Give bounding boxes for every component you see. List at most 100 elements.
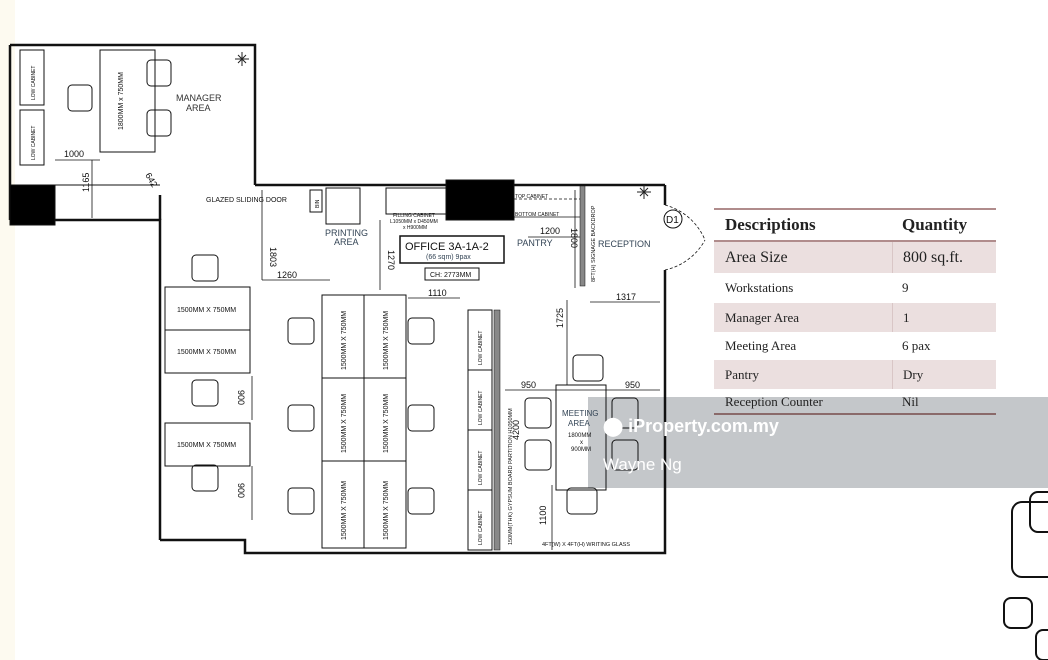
svg-text:1500MM X 750MM: 1500MM X 750MM: [177, 442, 236, 449]
row-qty: 1: [892, 303, 996, 332]
gypsum-partition: [493, 309, 501, 551]
header-descriptions: Descriptions: [725, 215, 816, 234]
svg-text:x: x: [580, 440, 583, 446]
low-cabinets: [467, 309, 493, 551]
table-header: Descriptions Quantity: [714, 210, 996, 242]
dimension-lines: [55, 159, 660, 550]
table-row: Reception Counter Nil: [714, 390, 996, 415]
svg-text:LOW CABINET: LOW CABINET: [478, 511, 484, 545]
svg-text:1200: 1200: [540, 226, 560, 236]
svg-text:LOW CABINET: LOW CABINET: [478, 331, 484, 365]
svg-text:L1050MM x D450MM: L1050MM x D450MM: [390, 219, 438, 225]
svg-text:(66 sqm) 9pax: (66 sqm) 9pax: [426, 254, 471, 261]
row-desc: Area Size: [725, 248, 788, 266]
svg-text:LOW CABINET: LOW CABINET: [31, 126, 37, 160]
svg-text:1800MM x 750MM: 1800MM x 750MM: [118, 72, 125, 130]
svg-text:1500MM X 750MM: 1500MM X 750MM: [341, 394, 348, 453]
table-row: Pantry Dry: [714, 360, 996, 389]
svg-text:FILLING CABINET: FILLING CABINET: [393, 213, 435, 219]
svg-text:1165: 1165: [81, 173, 91, 192]
location-pin-icon: ⬤: [603, 416, 624, 436]
svg-text:AREA: AREA: [334, 237, 359, 247]
svg-text:1800MM: 1800MM: [568, 433, 591, 439]
signage-backdrop: [579, 185, 586, 287]
workstations: [164, 286, 407, 549]
bin: [309, 189, 323, 213]
row-qty: Nil: [902, 393, 919, 409]
svg-text:LOW CABINET: LOW CABINET: [478, 451, 484, 485]
svg-text:CH: 2773MM: CH: 2773MM: [430, 272, 471, 279]
svg-text:BOTTOM CABINET: BOTTOM CABINET: [515, 212, 559, 218]
header-quantity: Quantity: [902, 215, 968, 234]
svg-text:900: 900: [236, 390, 246, 405]
svg-text:1270: 1270: [386, 250, 396, 270]
table-top-rule: [714, 208, 996, 210]
svg-text:900MM: 900MM: [571, 447, 591, 453]
svg-text:1500MM X 750MM: 1500MM X 750MM: [383, 394, 390, 453]
watermark-brand: ⬤ iProperty.com.my: [603, 416, 779, 437]
svg-text:AREA: AREA: [568, 419, 590, 428]
svg-text:BIN: BIN: [315, 199, 321, 208]
watermark-brand-text: iProperty.com.my: [628, 416, 779, 436]
svg-text:1725: 1725: [555, 308, 565, 328]
low-cabinet: [19, 109, 45, 166]
svg-text:LOW CABINET: LOW CABINET: [31, 66, 37, 100]
svg-text:PANTRY: PANTRY: [517, 238, 553, 248]
column-block: [9, 184, 56, 226]
svg-text:1500MM X 750MM: 1500MM X 750MM: [341, 481, 348, 540]
row-desc: Reception Counter: [725, 393, 823, 409]
svg-text:1100: 1100: [538, 506, 548, 525]
column-block: [445, 179, 515, 221]
decorative-rounded-squares-icon: [1003, 491, 1048, 660]
row-qty: 6 pax: [902, 338, 931, 353]
svg-text:1800: 1800: [569, 228, 579, 248]
svg-text:1260: 1260: [277, 270, 297, 280]
svg-text:LOW CABINET: LOW CABINET: [478, 391, 484, 425]
printer: [325, 187, 361, 225]
svg-text:MANAGER: MANAGER: [176, 93, 222, 103]
svg-text:1803: 1803: [268, 247, 278, 267]
svg-text:4FT(W) X 4FT(H) WRITING GLASS: 4FT(W) X 4FT(H) WRITING GLASS: [542, 542, 630, 548]
row-qty: Dry: [892, 360, 996, 389]
svg-text:1110: 1110: [428, 288, 447, 298]
row-qty: 800 sq.ft.: [892, 242, 996, 273]
row-desc: Manager Area: [725, 309, 799, 325]
manager-desk: [99, 49, 156, 153]
office-title-box: [399, 235, 505, 264]
svg-text:x H900MM: x H900MM: [403, 225, 427, 231]
door-tag: [663, 209, 683, 229]
row-desc: Workstations: [725, 279, 794, 295]
table-row: Manager Area 1: [714, 303, 996, 332]
svg-text:TOP CABINET: TOP CABINET: [515, 194, 548, 200]
plant-icon: [235, 52, 651, 199]
svg-text:1500MM X 750MM: 1500MM X 750MM: [177, 307, 236, 314]
svg-text:1500MM X 750MM: 1500MM X 750MM: [383, 481, 390, 540]
table-row: Workstations 9: [714, 273, 996, 302]
svg-text:950: 950: [625, 380, 640, 390]
low-cabinet: [19, 49, 45, 106]
walls: [8, 43, 667, 555]
table-row: Area Size 800 sq.ft.: [714, 242, 996, 273]
svg-text:642: 642: [143, 171, 159, 189]
svg-text:PRINTING: PRINTING: [325, 228, 368, 238]
svg-text:8FT(H) SIGNAGE BACKDROP: 8FT(H) SIGNAGE BACKDROP: [591, 205, 597, 282]
chairs: [67, 59, 639, 515]
svg-text:OFFICE 3A-1A-2: OFFICE 3A-1A-2: [405, 241, 489, 253]
svg-text:GLAZED SLIDING DOOR: GLAZED SLIDING DOOR: [206, 197, 287, 204]
svg-text:900: 900: [236, 483, 246, 498]
svg-text:150MM(THK) GYPSUM BOARD PARTIT: 150MM(THK) GYPSUM BOARD PARTITION H1050M…: [508, 408, 514, 545]
filing-cabinet: [385, 187, 447, 215]
watermark-user: Wayne Ng: [603, 455, 682, 474]
meeting-table: [555, 384, 607, 491]
svg-text:RECEPTION: RECEPTION: [598, 239, 651, 249]
svg-text:4200: 4200: [511, 420, 521, 440]
svg-text:MEETING: MEETING: [562, 409, 598, 418]
svg-text:D1: D1: [666, 215, 679, 226]
svg-text:AREA: AREA: [186, 103, 211, 113]
row-qty: 9: [902, 279, 909, 295]
table-row: Meeting Area 6 pax: [714, 332, 996, 360]
svg-text:1500MM X 750MM: 1500MM X 750MM: [383, 311, 390, 370]
row-desc: Meeting Area: [725, 338, 797, 353]
row-desc: Pantry: [725, 366, 759, 382]
